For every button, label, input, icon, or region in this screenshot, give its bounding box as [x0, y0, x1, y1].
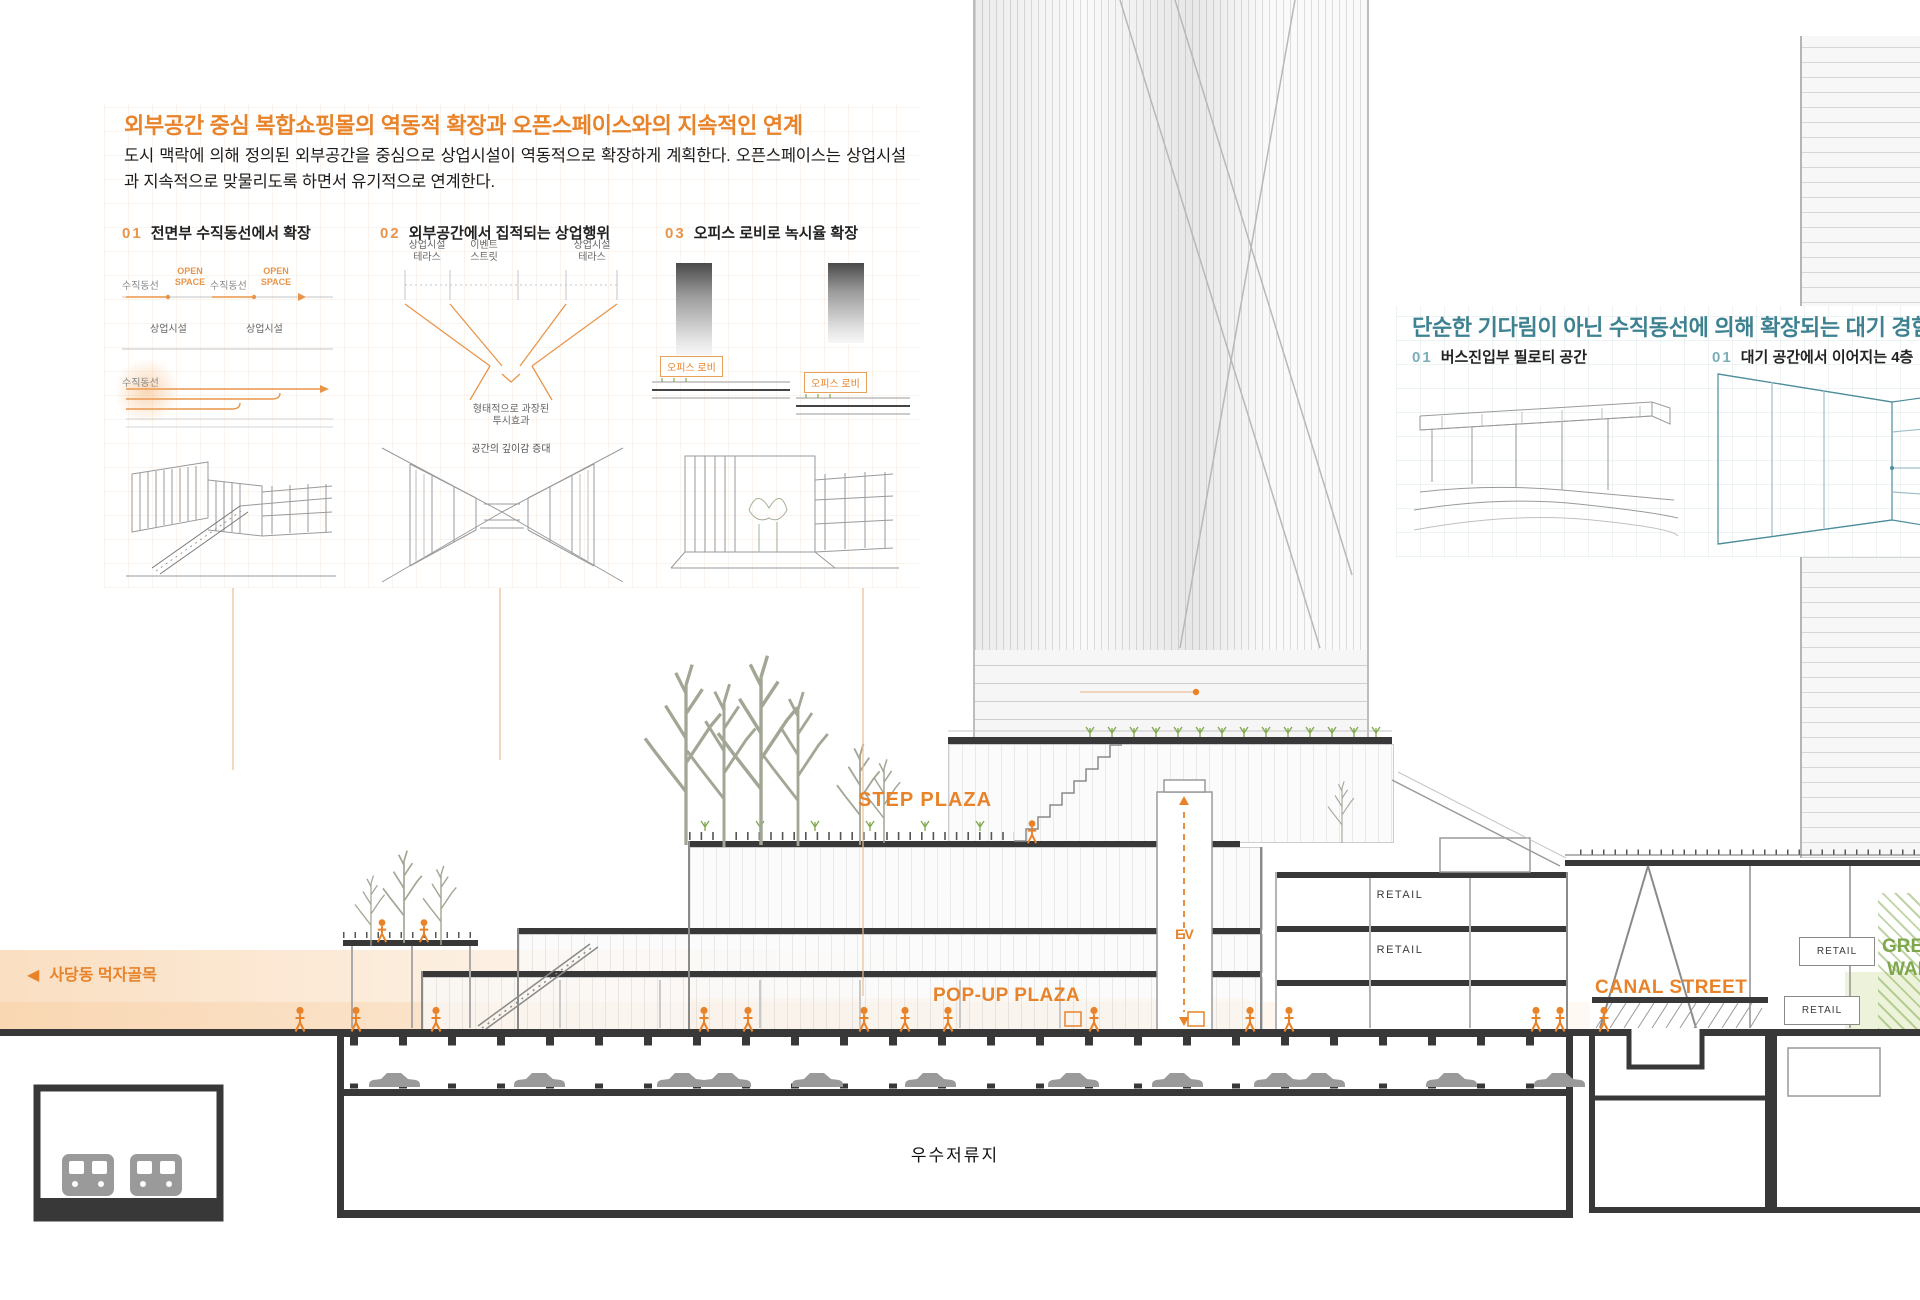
sketch-waiting-interior	[1712, 372, 1920, 547]
alley-label: ◀ 사당동 먹자골목	[27, 961, 157, 985]
main-tower	[973, 0, 1369, 650]
green-walk-label: GREEN WALK	[1882, 936, 1920, 982]
retail-box-2-label: RETAIL	[1801, 1005, 1843, 1016]
d1-commercial-2: 상업시설	[246, 324, 283, 335]
left-panel-body: 도시 맥락에 의해 정의된 외부공간을 중심으로 상업시설이 역동적으로 확장하…	[124, 147, 906, 191]
left-item-3: 03 오피스 로비로 녹시율 확장	[665, 222, 858, 243]
sketch-event-street	[380, 440, 625, 588]
right-item-2-num: 01	[1712, 349, 1733, 366]
right-item-1-num: 01	[1412, 349, 1433, 366]
diagram-vertical-expansion: 수직동선 OPEN SPACE 수직동선 OPEN SPACE 상업시설 상업시…	[114, 254, 337, 434]
sketch-bus-piloti	[1412, 372, 1680, 547]
retail-label-2: RETAIL	[1376, 944, 1424, 956]
right-panel-title: 단순한 기다림이 아닌 수직동선에 의해 확장되는 대기 경험	[1412, 315, 1920, 340]
main-tower-glass-base	[973, 650, 1369, 738]
d1-vertical-3: 수직동선	[122, 378, 159, 389]
d2-terrace-1: 상업시설 테라스	[408, 240, 446, 263]
right-item-1: 01 버스진입부 필로티 공간	[1412, 346, 1587, 367]
left-item-2: 02 외부공간에서 집적되는 상업행위	[380, 222, 610, 243]
left-item-1: 01 전면부 수직동선에서 확장	[122, 222, 311, 243]
expansion-glow	[114, 358, 180, 424]
right-item-2-label: 대기 공간에서 이어지는 4층	[1740, 349, 1914, 366]
green-wall-hatch	[1878, 893, 1920, 1030]
retail-box-1: RETAIL	[1799, 937, 1875, 966]
panel-waiting-experience: 단순한 기다림이 아닌 수직동선에 의해 확장되는 대기 경험 01 버스진입부 …	[1396, 306, 1920, 557]
green-walk-line2: WALK	[1887, 958, 1920, 980]
retail-label-1: RETAIL	[1376, 889, 1424, 901]
sketch-front-expansion	[122, 440, 340, 588]
right-item-1-label: 버스진입부 필로티 공간	[1440, 349, 1588, 366]
sketch-office-lobby-green	[665, 440, 905, 588]
office-lobby-tag-1: 오피스 로비	[660, 356, 723, 377]
tower-elevation-strip-1	[676, 263, 712, 355]
diagram-office-lobby: 오피스 로비 오피스 로비	[652, 254, 910, 434]
panel-commercial-expansion: 외부공간 중심 복합쇼핑몰의 역동적 확장과 오픈스페이스와의 지속적인 연계 …	[104, 104, 920, 588]
retail-box-1-label: RETAIL	[1816, 946, 1858, 957]
left-item-1-num: 01	[122, 225, 143, 242]
stormwater-basin-label: 우수저류지	[910, 1146, 1000, 1165]
right-item-2: 01 대기 공간에서 이어지는 4층	[1712, 346, 1913, 367]
d1-vertical-2: 수직동선	[210, 281, 247, 292]
diagram-commercial-street: 상업시설 테라스 이벤트 스트릿 상업시설 테라스 형태적으로 과장된 투시효과…	[404, 240, 618, 464]
diagram-2-lines	[404, 270, 618, 401]
podium-glass-band2	[689, 847, 1263, 930]
step-plaza-label: STEP PLAZA	[858, 789, 993, 811]
diagram-3-lines	[652, 378, 910, 415]
parked-cars	[369, 1073, 1585, 1087]
left-item-2-num: 02	[380, 225, 401, 242]
d1-openspace-2: OPEN SPACE	[260, 266, 292, 287]
office-lobby-tag-2: 오피스 로비	[804, 372, 867, 393]
alley-name: 사당동 먹자골목	[49, 967, 157, 984]
ev-label: EV	[1175, 926, 1194, 942]
podium-glass-band3	[518, 934, 1263, 973]
green-walk-line1: GREEN	[1882, 936, 1920, 957]
d2-exaggerated: 형태적으로 과장된 투시효과	[472, 404, 550, 427]
retail-box-2: RETAIL	[1784, 996, 1860, 1025]
d1-commercial-1: 상업시설	[150, 324, 187, 335]
d1-openspace-1: OPEN SPACE	[174, 266, 206, 287]
left-item-1-label: 전면부 수직동선에서 확장	[150, 225, 311, 242]
left-item-2-label: 외부공간에서 집적되는 상업행위	[408, 225, 611, 242]
diagram-1-lines	[122, 293, 333, 428]
canal-street-label: CANAL STREET	[1595, 977, 1748, 998]
left-panel-title: 외부공간 중심 복합쇼핑몰의 역동적 확장과 오픈스페이스와의 지속적인 연계	[124, 113, 803, 138]
d2-terrace-2: 상업시설 테라스	[573, 240, 611, 263]
left-item-3-label: 오피스 로비로 녹시율 확장	[693, 225, 858, 242]
tower-elevation-strip-2	[828, 263, 864, 343]
d2-depth: 공간의 깊이감 증대	[471, 444, 551, 455]
d1-vertical-1: 수직동선	[122, 281, 159, 292]
popup-plaza-label: POP-UP PLAZA	[933, 985, 1081, 1006]
left-arrow-icon: ◀	[27, 967, 40, 984]
podium-glass-upper	[948, 744, 1394, 843]
d2-event-street: 이벤트 스트릿	[470, 240, 498, 263]
podium-glass-band4	[422, 977, 1263, 1030]
left-item-3-num: 03	[665, 225, 686, 242]
